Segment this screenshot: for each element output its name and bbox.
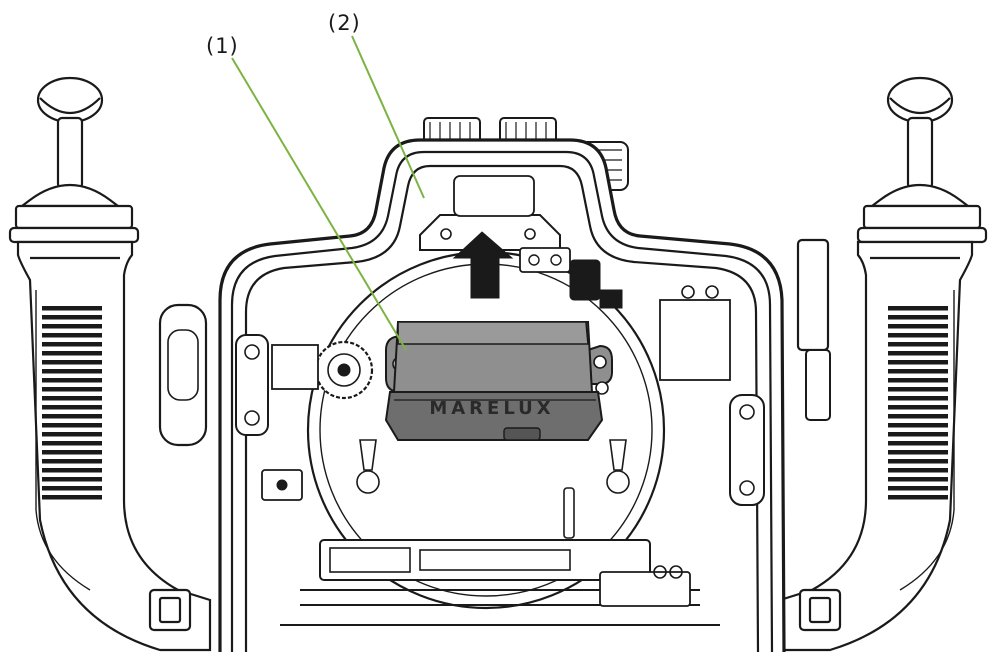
- screw-right: [609, 439, 627, 471]
- left-grip-ridges: [42, 305, 102, 500]
- right-handle: [778, 76, 988, 652]
- leader-line-2: [351, 35, 425, 199]
- callout-label-1: (1): [206, 34, 239, 58]
- right-bracket: [729, 394, 765, 506]
- release-plate: [419, 214, 561, 251]
- left-ball-mount: [36, 76, 104, 124]
- screw-left: [359, 439, 377, 471]
- left-latch: [158, 303, 208, 447]
- up-arrow-icon: [452, 231, 514, 299]
- right-lever: [796, 238, 830, 352]
- marelux-module: MARELUX: [384, 321, 613, 441]
- module-brand-label: MARELUX: [429, 398, 554, 419]
- right-ball-mount: [886, 76, 954, 124]
- left-handle: [8, 76, 212, 652]
- left-bracket: [235, 334, 269, 436]
- callout-label-2: (2): [328, 11, 361, 35]
- right-grip-ridges: [888, 305, 948, 500]
- leader-line-1: [231, 57, 407, 351]
